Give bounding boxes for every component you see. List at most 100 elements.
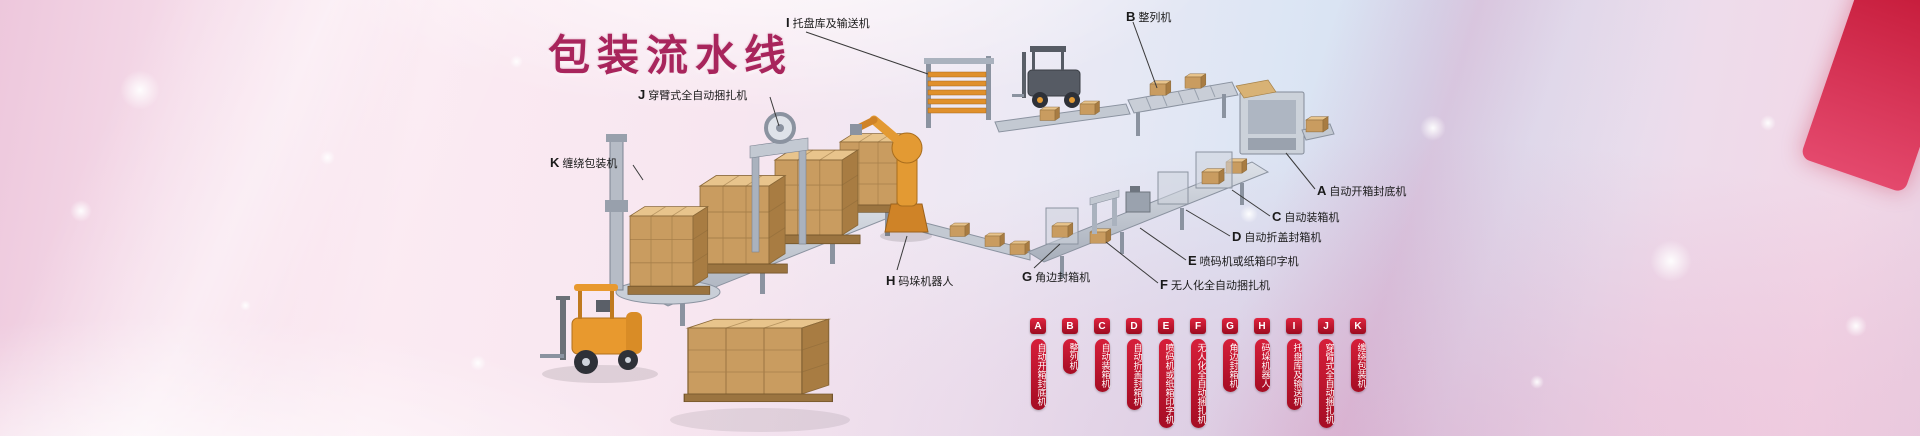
- legend-item-D: D 自动折盖封箱机: [1126, 318, 1143, 410]
- legend-label-strip: 穿臂式全自动捆扎机: [1318, 339, 1335, 428]
- legend: A 自动开箱封底机 B 整列机 C 自动装箱机 D 自动折盖封箱机 E 喷码机或…: [1030, 318, 1367, 428]
- legend-label-strip: 自动开箱封底机: [1030, 339, 1047, 410]
- strapping-machine-J-illustration: [749, 112, 809, 253]
- forklift-illustration: [540, 284, 658, 383]
- sparkle-dot: [1530, 375, 1544, 389]
- pallet-conveyor-illustration: [615, 195, 920, 326]
- legend-letter-badge: H: [1254, 318, 1270, 334]
- connector-conveyor-illustration: [921, 221, 1031, 261]
- case-packer-C-illustration: [1195, 151, 1233, 189]
- legend-item-E: E 喷码机或纸箱印字机: [1158, 318, 1175, 428]
- palletizing-robot-H-illustration: [850, 115, 932, 242]
- callout-letter: I: [786, 15, 790, 30]
- legend-letter-badge: G: [1222, 318, 1238, 334]
- callout-letter: F: [1160, 277, 1168, 292]
- legend-label-strip: 喷码机或纸箱印字机: [1158, 339, 1175, 428]
- flap-folder-sealer-D-illustration: [1157, 171, 1189, 205]
- strapping-machine-F-illustration: [1089, 189, 1120, 234]
- sparkle-dot: [510, 55, 523, 68]
- legend-item-C: C 自动装箱机: [1094, 318, 1111, 392]
- legend-label-strip: 角边封箱机: [1222, 339, 1239, 392]
- page-title: 包装流水线: [548, 32, 794, 79]
- legend-letter-badge: I: [1286, 318, 1302, 334]
- legend-letter-badge: B: [1062, 318, 1078, 334]
- callout-label: 缠绕包装机: [562, 158, 618, 170]
- callout-letter: G: [1022, 269, 1033, 284]
- legend-letter-badge: F: [1190, 318, 1206, 334]
- legend-item-A: A 自动开箱封底机: [1030, 318, 1047, 410]
- legend-item-K: K 缠绕包装机: [1350, 318, 1367, 392]
- legend-item-B: B 整列机: [1062, 318, 1079, 374]
- sparkle-dot: [1650, 240, 1692, 282]
- callout-letter: K: [550, 155, 560, 170]
- legend-item-F: F 无人化全自动捆扎机: [1190, 318, 1207, 428]
- floor-pallet-stack: [670, 318, 850, 432]
- legend-letter-badge: C: [1094, 318, 1110, 334]
- sparkle-dot: [1420, 115, 1446, 141]
- callout-label: 码垛机器人: [898, 276, 954, 288]
- sparkle-dot: [120, 70, 160, 110]
- inkjet-printer-E-illustration: [1125, 186, 1151, 213]
- aligning-machine-B-illustration: [1127, 73, 1239, 136]
- legend-letter-badge: E: [1158, 318, 1174, 334]
- legend-label-strip: 整列机: [1062, 339, 1079, 374]
- corner-sealer-G-illustration: [1045, 207, 1079, 245]
- callout-label: 整列机: [1138, 12, 1172, 24]
- legend-item-I: I 托盘库及输送机: [1286, 318, 1303, 410]
- legend-label-strip: 自动折盖封箱机: [1126, 339, 1143, 410]
- pallet-stack: [837, 133, 913, 213]
- callout-letter: A: [1317, 183, 1327, 198]
- legend-letter-badge: K: [1350, 318, 1366, 334]
- legend-letter-badge: J: [1318, 318, 1334, 334]
- callout-label: 托盘库及输送机: [792, 18, 870, 30]
- legend-item-G: G 角边封箱机: [1222, 318, 1239, 392]
- forklift-illustration: [1012, 46, 1081, 108]
- legend-letter-badge: A: [1030, 318, 1046, 334]
- legend-label-strip: 码垛机器人: [1254, 339, 1271, 392]
- callout-letter: B: [1126, 9, 1136, 24]
- sparkle-dot: [70, 200, 92, 222]
- red-corner-accent: [1799, 0, 1920, 194]
- callout-label: 角边封箱机: [1035, 272, 1091, 284]
- pallet-stack: [627, 206, 711, 295]
- legend-letter-badge: D: [1126, 318, 1142, 334]
- callout-letter: H: [886, 273, 896, 288]
- callout-label: 穿臂式全自动捆扎机: [648, 90, 748, 102]
- sparkle-dot: [240, 300, 251, 311]
- callout-letter: C: [1272, 209, 1282, 224]
- box-erector-A-illustration: [1235, 79, 1335, 155]
- sparkle-dot: [1240, 205, 1258, 223]
- callout-letter: E: [1188, 253, 1197, 268]
- sparkle-dot: [1760, 115, 1776, 131]
- callout-label: 自动折盖封箱机: [1244, 232, 1322, 244]
- callout-label: 无人化全自动捆扎机: [1170, 280, 1270, 292]
- legend-item-J: J 穿臂式全自动捆扎机: [1318, 318, 1335, 428]
- callout-label: 自动装箱机: [1284, 212, 1340, 224]
- pink-ribbon: [858, 0, 1920, 436]
- legend-label-strip: 自动装箱机: [1094, 339, 1111, 392]
- pallet-magazine-I-illustration: [924, 56, 994, 128]
- callout-label: 喷码机或纸箱印字机: [1199, 256, 1299, 268]
- callout-letter: D: [1232, 229, 1242, 244]
- sparkle-dot: [1845, 315, 1867, 337]
- callout-letter: J: [638, 87, 646, 102]
- legend-label-strip: 缠绕包装机: [1350, 339, 1367, 392]
- pallet-stack: [697, 175, 788, 274]
- feed-conveyor-illustration: [994, 100, 1131, 133]
- legend-label-strip: 托盘库及输送机: [1286, 339, 1303, 410]
- callout-label: 自动开箱封底机: [1329, 186, 1407, 198]
- sparkle-dot: [470, 355, 486, 371]
